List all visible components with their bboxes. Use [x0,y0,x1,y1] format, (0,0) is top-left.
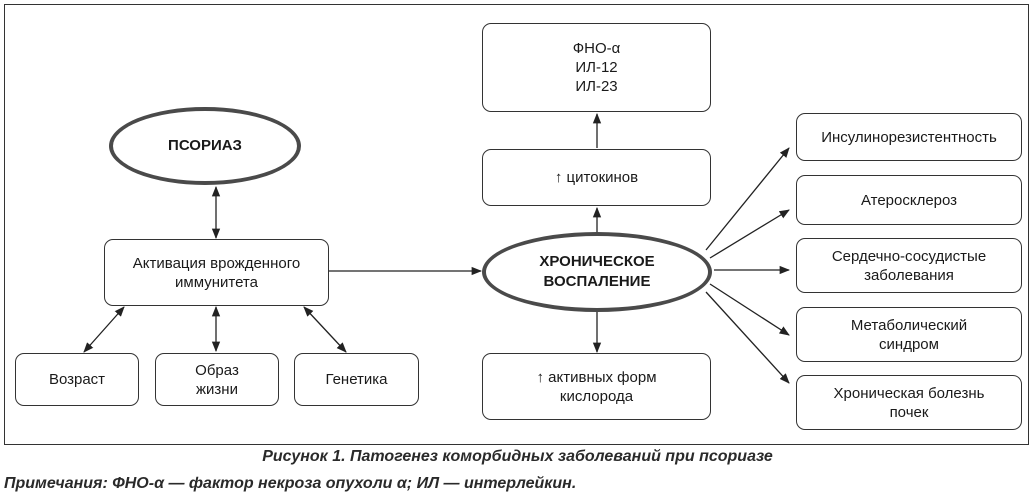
arrow-activation-genetics [303,306,347,353]
genetics-box: Генетика [294,353,419,406]
age-box: Возраст [15,353,139,406]
arrow-to-metabolic [709,283,790,336]
diagram-frame [4,4,1029,445]
outcome-cardiovascular: Сердечно-сосудистые заболевания [796,238,1022,293]
outcome-atherosclerosis: Атеросклероз [796,175,1022,225]
outcome-metabolic-syndrome: Метаболический синдром [796,307,1022,362]
outcome-insulin-resistance: Инсулинорезистентность [796,113,1022,161]
cytokine-list-box: ФНО-α ИЛ-12 ИЛ-23 [482,23,711,112]
lifestyle-box: Образ жизни [155,353,279,406]
innate-activation-box: Активация врожденного иммунитета [104,239,329,306]
reactive-oxygen-box: ↑ активных форм кислорода [482,353,711,420]
cytokines-increase-box: ↑ цитокинов [482,149,711,206]
psoriasis-oval: ПСОРИАЗ [109,107,301,185]
arrow-to-insulin-resistance [705,147,790,251]
arrow-activation-age [83,306,125,353]
figure-note: Примечания: ФНО-α — фактор некроза опухо… [4,475,577,492]
arrow-to-atherosclerosis [709,209,790,259]
arrow-to-kidney [705,291,790,384]
figure-caption: Рисунок 1. Патогенез коморбидных заболев… [262,448,773,465]
chronic-inflammation-oval: ХРОНИЧЕСКОЕ ВОСПАЛЕНИЕ [482,232,712,312]
outcome-chronic-kidney-disease: Хроническая болезнь почек [796,375,1022,430]
